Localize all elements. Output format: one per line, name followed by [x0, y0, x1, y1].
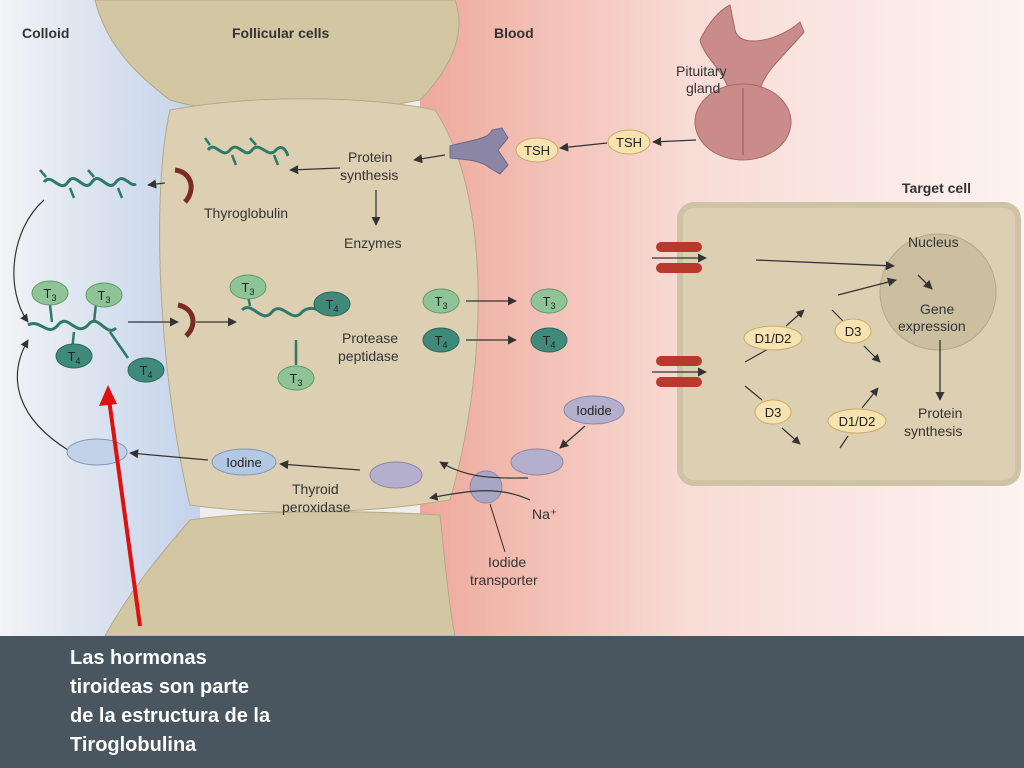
colloid-iodine-icon — [66, 438, 128, 466]
free-t3-label: T3 — [435, 294, 448, 311]
gene-expression-label-1: Gene — [920, 301, 954, 317]
peroxidase-label-1: Thyroid — [292, 481, 339, 497]
bottom-follicular-cell — [104, 511, 456, 637]
colloid-t3-b-molecule: T3 — [85, 282, 123, 308]
iodide-cell-icon — [369, 461, 423, 489]
nucleus-label: Nucleus — [908, 234, 959, 250]
blood-t3-label: T3 — [543, 294, 556, 311]
enzyme-d1d2-a-label: D1/D2 — [755, 331, 792, 346]
enzyme-d1d2-b-label: D1/D2 — [839, 414, 876, 429]
cell-t4-a-molecule: T4 — [313, 291, 351, 317]
pituitary-label-2: gland — [686, 80, 720, 96]
cell-t3-b-molecule: T3 — [277, 365, 315, 391]
iodide-blood-icon — [510, 448, 564, 476]
pituitary-gland-icon — [694, 4, 805, 161]
follicular-header: Follicular cells — [232, 25, 329, 41]
blood-header: Blood — [494, 25, 534, 41]
cell-thyroglobulin-icon — [240, 306, 326, 318]
enzyme-d1d2-b: D1/D2 — [827, 408, 887, 434]
protease-label-1: Protease — [342, 330, 398, 346]
apical-receptor-top — [174, 167, 194, 204]
caption-line-2: tiroideas son parte — [70, 676, 249, 698]
iodide-label: Iodide — [576, 403, 611, 418]
enzyme-d3-b: D3 — [754, 399, 792, 425]
diagram-canvas: Colloid Follicular cells Blood Pituitary… — [0, 0, 1024, 637]
iodide-transporter-icon — [469, 470, 503, 504]
blood-t4-label: T4 — [543, 333, 556, 350]
highlight-arrow-head — [99, 385, 117, 406]
free-t4-label: T4 — [435, 333, 448, 350]
caption-line-1: Las hormonas — [70, 647, 207, 669]
target-transporter-bottom-icon — [656, 356, 702, 387]
iodinated-thyroglobulin-icon — [27, 319, 118, 332]
blood-t4-molecule: T4 — [530, 327, 568, 353]
transporter-label-2: transporter — [470, 572, 538, 588]
free-t4-molecule: T4 — [422, 327, 460, 353]
colloid-t4-a-molecule: T4 — [55, 343, 93, 369]
enzyme-d1d2-a: D1/D2 — [743, 325, 803, 351]
target-protein-label-1: Protein — [918, 405, 962, 421]
colloid-t3-b-label: T3 — [98, 288, 111, 305]
colloid-header: Colloid — [22, 25, 69, 41]
iodine-label: Iodine — [226, 455, 261, 470]
colloid-t4-b-molecule: T4 — [127, 357, 165, 383]
protease-label-2: peptidase — [338, 348, 399, 364]
colloid-t4-b-label: T4 — [140, 363, 153, 380]
cell-t3-a-molecule: T3 — [229, 274, 267, 300]
enzyme-d3-a: D3 — [834, 318, 872, 344]
tsh-blood-molecule — [607, 129, 651, 155]
protein-synthesis-label-1: Protein — [348, 149, 392, 165]
blood-t3-molecule: T3 — [530, 288, 568, 314]
na-label: Na⁺ — [532, 506, 557, 522]
colloid-t3-a-molecule: T3 — [31, 280, 69, 306]
caption-line-4: Tiroglobulina — [70, 734, 197, 756]
gene-expression-label-2: expression — [898, 318, 966, 334]
highlight-arrow — [106, 391, 142, 627]
target-cell-header: Target cell — [902, 180, 971, 196]
peroxidase-label-2: peroxidase — [282, 499, 351, 515]
nucleus — [879, 233, 997, 351]
tsh-bound-label: TSH — [524, 143, 550, 158]
protein-synthesis-label-2: synthesis — [340, 167, 398, 183]
target-protein-label-2: synthesis — [904, 423, 962, 439]
iodide-molecule — [563, 395, 625, 425]
transporter-label-1: Iodide — [488, 554, 526, 570]
colloid-t4-a-label: T4 — [68, 349, 81, 366]
thyroglobulin-label: Thyroglobulin — [204, 205, 288, 221]
caption-line-3: de la estructura de la — [70, 705, 271, 727]
apical-receptor-bottom — [177, 302, 196, 338]
colloid-t3-a-label: T3 — [44, 286, 57, 303]
cell-t3-b-label: T3 — [290, 371, 303, 388]
tsh-blood-label: TSH — [616, 135, 642, 150]
cell-t3-a-label: T3 — [242, 280, 255, 297]
enzymes-label: Enzymes — [344, 235, 402, 251]
colloid-thyroglobulin-icon — [42, 177, 137, 188]
free-t3-molecule: T3 — [422, 288, 460, 314]
cell-t4-a-label: T4 — [326, 297, 339, 314]
pituitary-label-1: Pituitary — [676, 63, 727, 79]
iodine-molecule — [211, 448, 277, 476]
enzyme-d3-b-label: D3 — [765, 405, 782, 420]
enzyme-d3-a-label: D3 — [845, 324, 862, 339]
target-transporter-top-icon — [656, 242, 702, 273]
thyroglobulin-strand-icon — [206, 145, 290, 157]
tsh-receptor-icon — [449, 127, 509, 175]
tsh-bound-molecule — [515, 137, 559, 163]
caption: Las hormonas tiroideas son parte de la e… — [70, 644, 370, 760]
